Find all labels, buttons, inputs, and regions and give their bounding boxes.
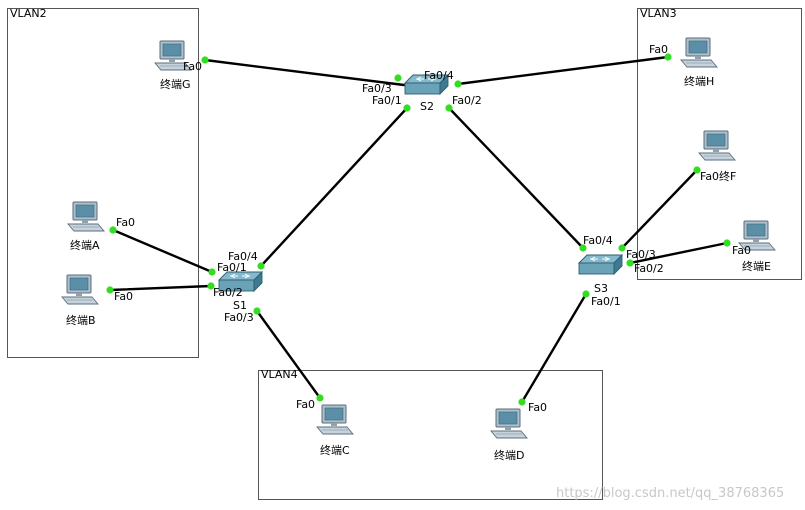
link-s1-c: [255, 309, 322, 400]
vlan2-box: VLAN2: [7, 7, 199, 358]
port-label-a-fa0: Fa0: [116, 216, 135, 229]
port-dot: [664, 53, 672, 61]
switch-s1[interactable]: S1: [218, 271, 263, 312]
port-label-s3-fa01: Fa0/1: [591, 295, 621, 308]
port-label-d-fa0: Fa0: [528, 401, 547, 414]
host-b[interactable]: 终端B: [61, 274, 99, 327]
vlan2-label: VLAN2: [10, 7, 47, 20]
switch-icon: [578, 254, 623, 275]
port-label-h-fa0: Fa0: [649, 43, 668, 56]
pc-icon: [490, 408, 528, 439]
switch-s2-label: S2: [420, 100, 434, 113]
pc-icon: [61, 274, 99, 305]
link-b-s1: [108, 284, 213, 292]
link-s3-d: [520, 292, 588, 404]
port-dot: [693, 166, 701, 174]
link-s2-s1: [259, 106, 409, 268]
port-dot: [253, 307, 261, 315]
host-g[interactable]: 终端G: [154, 40, 192, 91]
vlan3-label: VLAN3: [640, 7, 677, 20]
port-dot: [394, 74, 402, 82]
host-g-label: 终端G: [160, 77, 191, 91]
port-dot: [403, 104, 411, 112]
host-d[interactable]: 终端D: [490, 408, 528, 462]
switch-s2[interactable]: S2: [404, 74, 449, 113]
port-label-s2-fa01: Fa0/1: [372, 94, 402, 107]
links: [108, 55, 729, 404]
switch-s1-label: S1: [233, 299, 247, 312]
link-g-s2: [203, 58, 406, 87]
host-b-label: 终端B: [66, 313, 96, 327]
link-s3-f: [620, 168, 699, 250]
port-dot: [454, 80, 462, 88]
host-h[interactable]: 终端H: [680, 37, 718, 88]
port-label-s1-fa01: Fa0/1: [217, 261, 247, 274]
port-label-s2-fa02: Fa0/2: [452, 94, 482, 107]
port-labels: Fa0 Fa0/3 Fa0/4 Fa0 Fa0/1 Fa0/4 Fa0/2 Fa…: [114, 43, 751, 414]
port-dot: [626, 259, 634, 267]
port-dot: [582, 290, 590, 298]
port-dot: [208, 268, 216, 276]
host-a-label: 终端A: [70, 238, 100, 252]
pc-icon: [680, 37, 718, 68]
host-h-label: 终端H: [684, 74, 714, 88]
port-label-b-fa0: Fa0: [114, 290, 133, 303]
port-dot: [445, 104, 453, 112]
port-label-s3-fa02: Fa0/2: [634, 262, 664, 275]
port-label-s2-fa03: Fa0/3: [362, 82, 392, 95]
vlan4-label: VLAN4: [261, 368, 298, 381]
port-label-s1-fa03: Fa0/3: [224, 311, 254, 324]
switch-s3-label: S3: [594, 282, 608, 295]
port-dot: [207, 282, 215, 290]
watermark: https://blog.csdn.net/qq_38768365: [556, 486, 784, 501]
port-dot: [518, 398, 526, 406]
host-d-label: 终端D: [494, 448, 524, 462]
host-f[interactable]: Fa0终F: [698, 130, 736, 183]
port-dot: [109, 226, 117, 234]
link-s3-e: [628, 241, 729, 265]
switch-s3[interactable]: S3: [578, 254, 623, 295]
vlan4-box: VLAN4: [258, 368, 603, 500]
port-dot: [201, 56, 209, 64]
port-dot: [618, 244, 626, 252]
link-s2-h: [456, 55, 670, 86]
host-e[interactable]: 终端E: [738, 220, 776, 273]
port-dot: [579, 244, 587, 252]
port-dot: [257, 262, 265, 270]
host-a[interactable]: 终端A: [67, 201, 105, 252]
host-c-label: 终端C: [320, 443, 350, 457]
vlan3-box: VLAN3: [637, 7, 802, 280]
pc-icon: [698, 130, 736, 161]
port-label-s3-fa04: Fa0/4: [583, 234, 613, 247]
host-e-label: 终端E: [742, 259, 771, 273]
port-dots: [106, 53, 731, 406]
port-label-e-fa0: Fa0: [732, 244, 751, 257]
host-f-label: Fa0终F: [700, 169, 736, 183]
port-dot: [316, 394, 324, 402]
link-s2-s3: [447, 106, 585, 250]
port-label-s1-fa04: Fa0/4: [228, 250, 258, 263]
port-label-s1-fa02: Fa0/2: [213, 286, 243, 299]
pc-icon: [316, 404, 354, 435]
port-label-g-fa0: Fa0: [183, 60, 202, 73]
pc-icon: [67, 201, 105, 232]
port-dot: [723, 239, 731, 247]
port-label-c-fa0: Fa0: [296, 398, 315, 411]
port-dot: [106, 286, 114, 294]
port-label-s3-fa03: Fa0/3: [626, 248, 656, 261]
host-c[interactable]: 终端C: [316, 404, 354, 457]
port-label-s2-fa04: Fa0/4: [424, 69, 454, 82]
link-a-s1: [111, 228, 214, 274]
